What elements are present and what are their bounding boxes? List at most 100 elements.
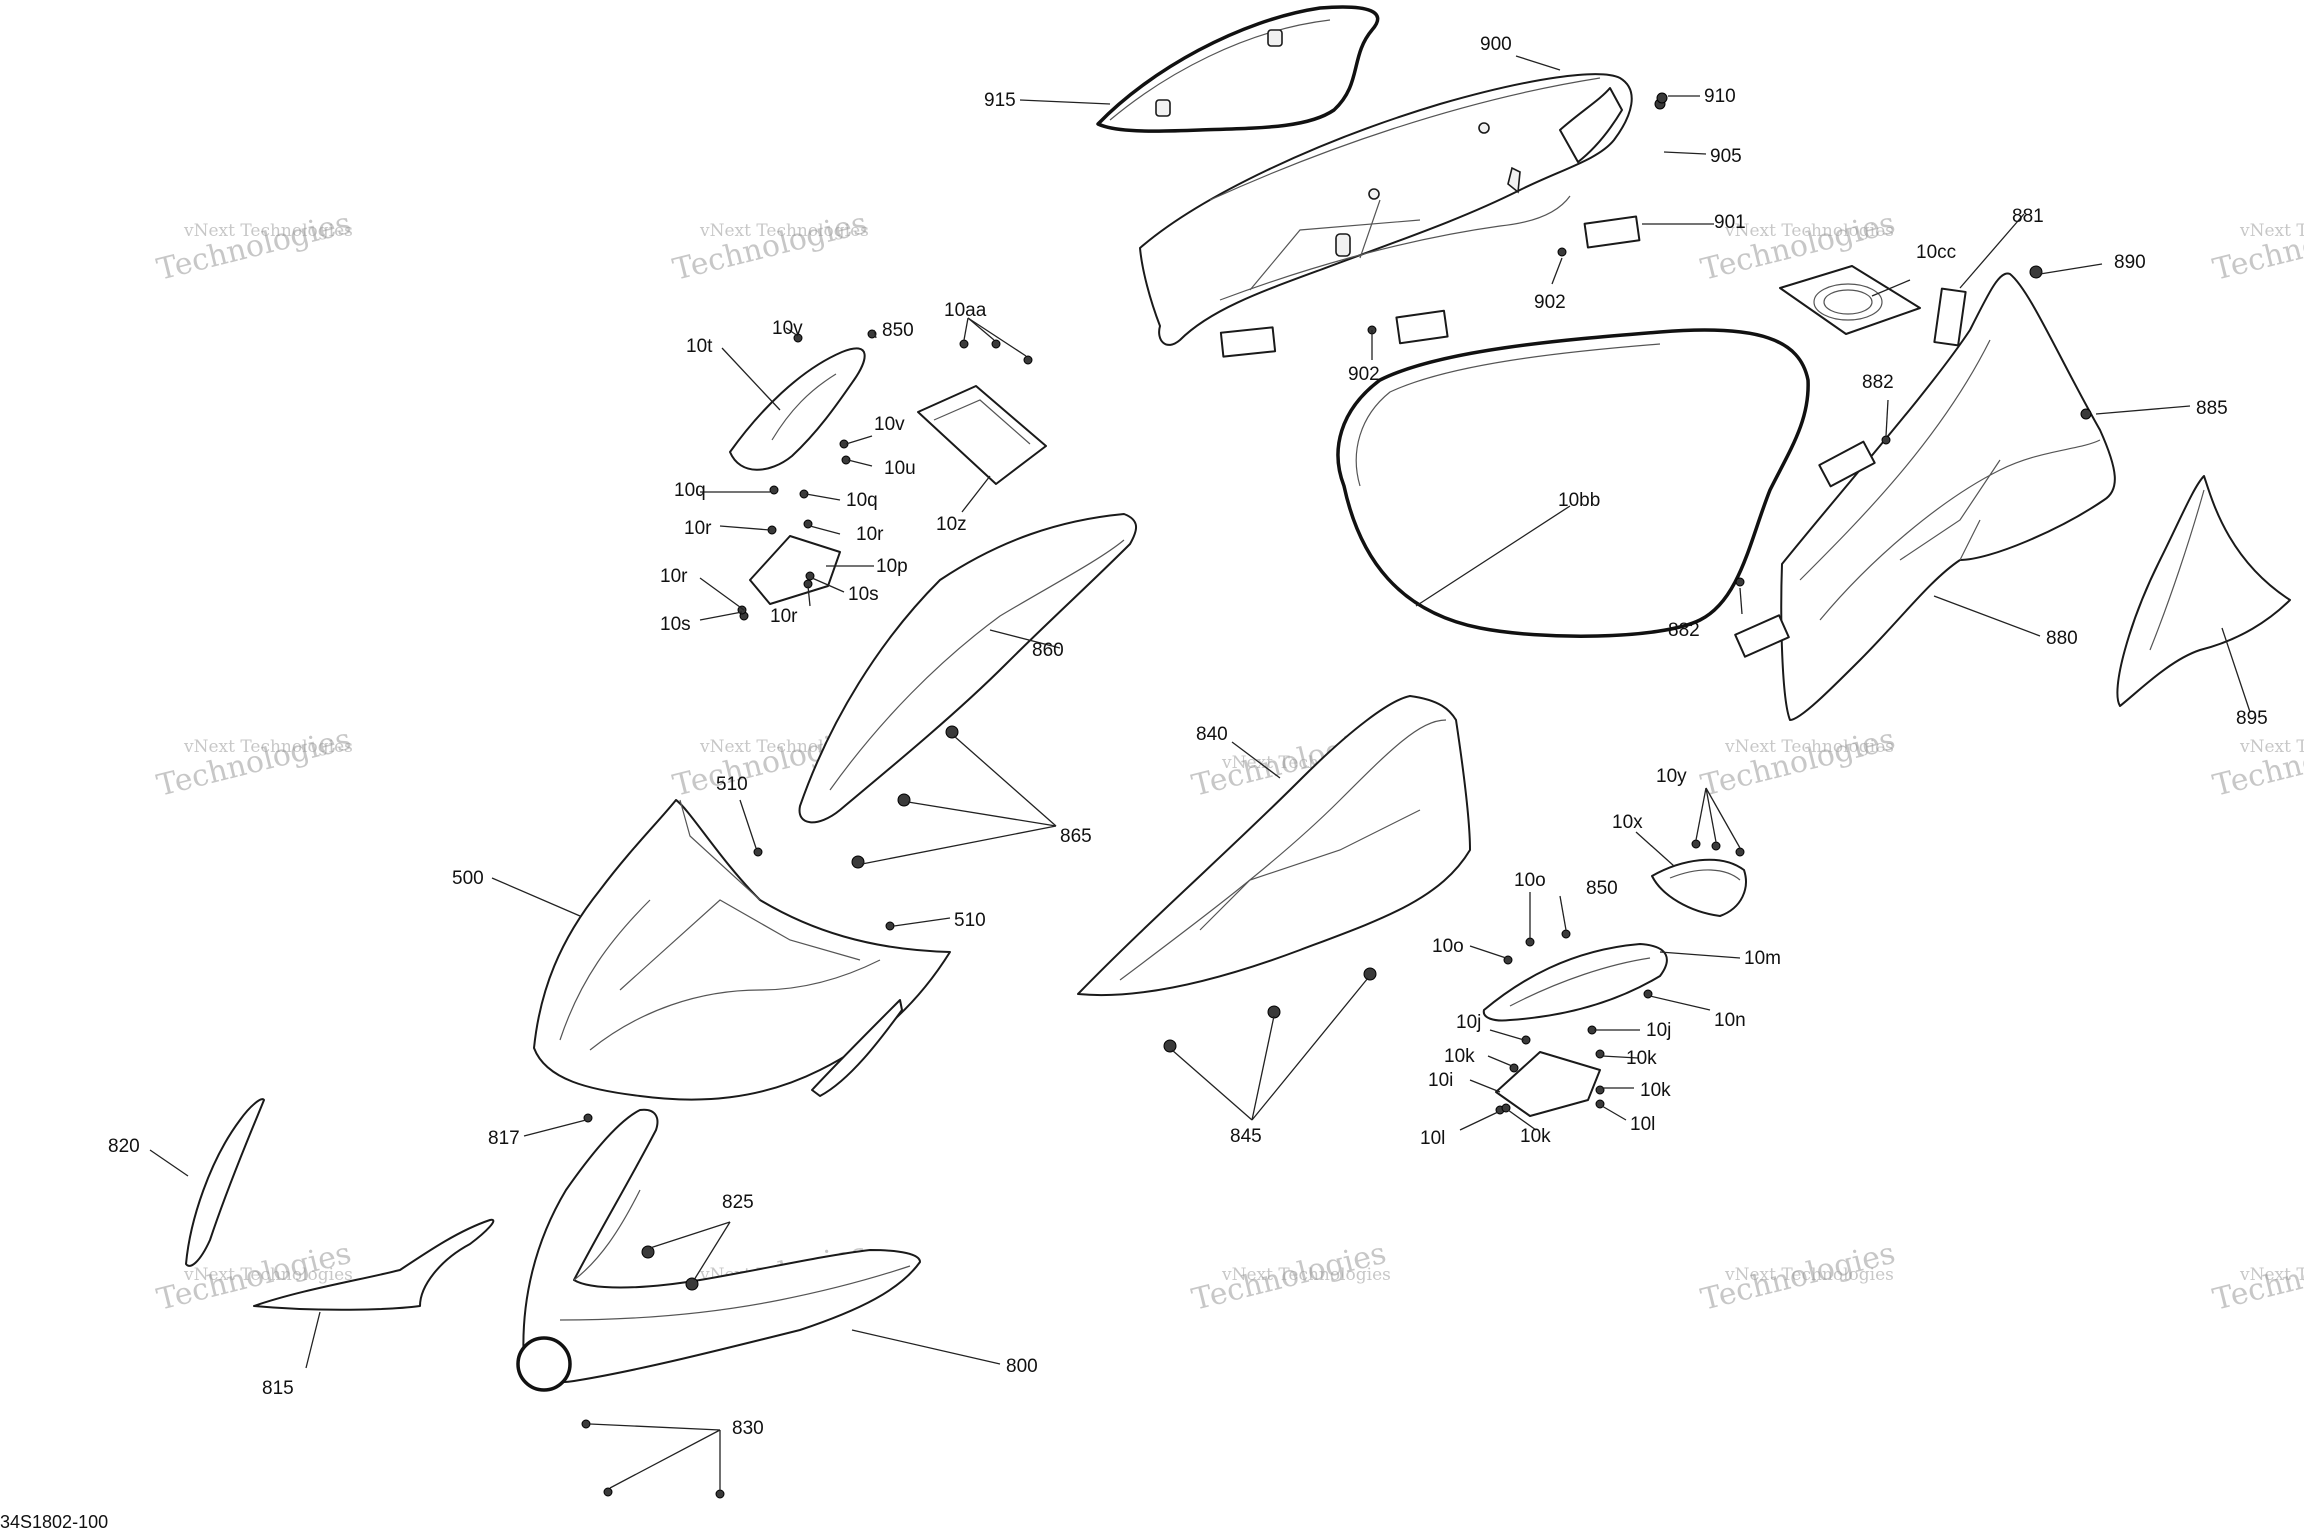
screw-825 [641,1245,655,1259]
callout-860: 860 [1032,640,1064,661]
bumper-end-cap [516,1336,572,1392]
watermark-text: vNext Technologies [183,221,353,241]
screw-10v [793,333,803,343]
screw-845 [1163,1039,1177,1053]
part-800-bumper[interactable] [516,1108,921,1392]
part-10bb-gasket[interactable] [1336,328,1810,638]
callout-800: 800 [1006,1356,1038,1377]
part-860-trim[interactable] [798,513,1137,824]
callout-840: 840 [1196,724,1228,745]
callout-850: 850 [1586,878,1618,899]
callout-10z: 10z [936,514,967,535]
leader-lines [149,55,2251,1490]
part-10cc-plate[interactable] [1779,265,1921,335]
part-10p-latch[interactable] [749,535,841,605]
watermark-text: vNext Technologies [183,1265,353,1285]
part-10z-footrest[interactable] [917,385,1047,485]
screw-830 [715,1489,725,1499]
callout-10o: 10o [1514,870,1546,891]
small-fasteners-lower-right [1495,839,1745,1115]
watermark-text: Technologies [2209,1236,2304,1318]
watermark-text: vNext Technologies [1724,1265,1894,1285]
callout-10k: 10k [1640,1080,1671,1101]
watermark-text: vNext Technologies [1724,221,1894,241]
part-815-trim[interactable] [253,1218,495,1311]
callout-10v: 10v [772,318,803,339]
callout-500: 500 [452,868,484,889]
callout-10m: 10m [1744,948,1781,969]
part-915-seat-cover[interactable] [1096,5,1380,133]
screw-10aa [991,339,1001,349]
watermark-text: vNext Technologies [1724,737,1894,757]
part-895-side-trim[interactable] [2116,475,2291,707]
callout-882: 882 [1862,372,1894,393]
screw-830 [603,1487,613,1497]
document-id: 34S1802-100 [0,1512,108,1532]
pad-881 [1933,287,1967,347]
part-820-trim[interactable] [185,1098,265,1267]
screw-845 [1363,967,1377,981]
watermark-text: Technologies [1697,722,1898,804]
watermark-text: Technologies [669,206,870,288]
callout-10k: 10k [1626,1048,1657,1069]
screw-10q [769,485,779,495]
callout-10r: 10r [770,606,798,627]
callout-820: 820 [108,1136,140,1157]
callout-10k: 10k [1444,1046,1475,1067]
callout-10s: 10s [848,584,879,605]
callout-10r: 10r [856,524,884,545]
screw-10aa [959,339,969,349]
screw-890 [2029,265,2043,279]
small-fasteners-upper-left [737,329,1033,621]
fasteners-825-830 [581,1245,725,1499]
rivet-510 [753,847,763,857]
fasteners-845 [1163,967,1377,1053]
watermark-row-2: vNext Technologies Technologies vNext Te… [153,722,2304,804]
watermark-text: Technologies [1188,1236,1389,1318]
callout-902: 902 [1534,292,1566,313]
callout-830: 830 [732,1418,764,1439]
part-840-side-panel[interactable] [1077,695,1471,997]
screw-10y [1735,847,1745,857]
screw-865 [945,725,959,739]
part-880-side-panel[interactable] [1780,272,2116,721]
watermark-text: Technologies [153,206,354,288]
watermark-text: vNext Technologies [183,737,353,757]
part-10x-footrest[interactable] [1651,858,1747,917]
part-10m-bracket[interactable] [1482,943,1668,1022]
watermark-text: vNext Technologies [2239,1265,2304,1285]
callout-10q: 10q [674,480,706,501]
screw-10y [1711,841,1721,851]
seat-bumper [1267,29,1283,47]
nut-10k [1595,1085,1605,1095]
watermark-text: vNext Technologies [699,221,869,241]
screw-825 [685,1277,699,1291]
callout-10i: 10i [1428,1070,1453,1091]
watermark-text: Technologies [1697,1236,1898,1318]
pad-901 [1583,215,1641,249]
watermark-text: vNext Technologies [1221,1265,1391,1285]
callout-880: 880 [2046,628,2078,649]
callout-825: 825 [722,1192,754,1213]
callout-882: 882 [1668,620,1700,641]
screw-10y [1691,839,1701,849]
screw-10aa [1023,355,1033,365]
callout-885: 885 [2196,398,2228,419]
nut-10k [1595,1049,1605,1059]
part-10t-bracket[interactable] [729,347,866,471]
callout-865: 865 [1060,826,1092,847]
part-10i-latch[interactable] [1495,1051,1601,1117]
callout-910: 910 [1704,86,1736,107]
screw-10o [1525,937,1535,947]
rivet-510 [885,921,895,931]
screw-910 [1656,92,1668,104]
part-500-hood[interactable] [533,799,951,1101]
callout-10o: 10o [1432,936,1464,957]
callout-10q: 10q [846,490,878,511]
pad-882 [1734,614,1790,658]
part-900-storage-tub[interactable] [1139,73,1633,346]
callout-881: 881 [2012,206,2044,227]
callout-10j: 10j [1646,1020,1671,1041]
clip-882 [1881,435,1891,445]
